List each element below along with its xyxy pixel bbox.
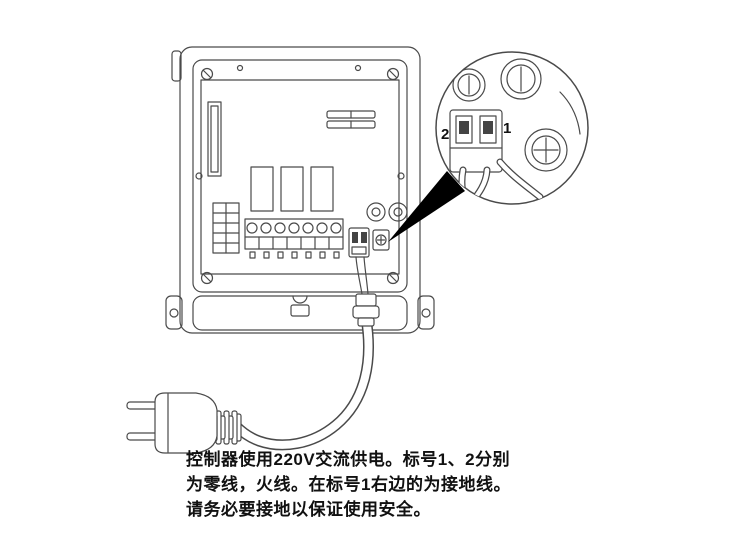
cable-gland [352,293,380,327]
ground-screw-mount [372,229,390,251]
caption: 控制器使用220V交流供电。标号1、2分别 为零线，火线。在标号1右边的为接地线… [186,447,586,522]
power-plug [126,392,218,454]
caption-line-1: 控制器使用220V交流供电。标号1、2分别 [186,450,511,469]
plug-prong-top [126,401,160,410]
power-connector [348,227,390,295]
zoom-label-2: 2 [441,126,449,143]
dip-switch-block [212,202,240,254]
ground-screw-icon [375,234,387,246]
relay-blocks [250,166,334,212]
mounting-bosses [366,202,408,222]
caption-line-2: 为零线，火线。在标号1右边的为接地线。 [186,475,511,494]
zoom-power-connector [449,109,503,173]
zoom-screw-right [500,58,542,100]
zoom-board-edge [559,91,581,135]
power-cable [232,317,374,451]
plug-prong-bottom [126,432,160,441]
zoom-ground-screw [524,128,568,172]
zoom-pointer-triangle [388,171,465,242]
zoom-screw-left [452,68,486,102]
corner-screws [195,64,405,285]
zoom-detail: 2 1 [435,51,589,205]
terminal-strip [244,218,344,259]
plug-body [154,392,218,454]
caption-line-3: 请务必要接地以保证使用安全。 [186,500,431,519]
circuit-board [200,79,408,275]
zoom-label-1: 1 [503,120,511,137]
controller-enclosure [165,46,435,334]
